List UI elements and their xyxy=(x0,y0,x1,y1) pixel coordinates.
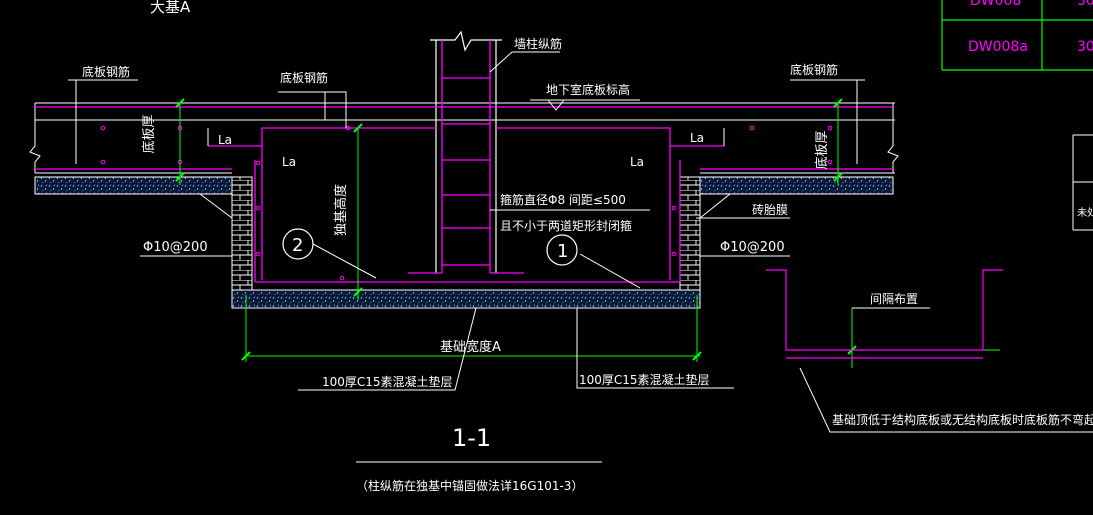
column xyxy=(430,30,502,273)
slab-rebar-mid-label: 底板钢筋 xyxy=(280,70,328,85)
basement-elevation-label: 地下室底板标高 xyxy=(546,82,630,97)
cushion-right-label: 100厚C15素混凝土垫层 xyxy=(579,372,710,387)
la-label-4: La xyxy=(630,155,644,169)
section-title: 1-1 xyxy=(452,424,491,452)
brick-mold-right xyxy=(679,176,701,291)
slab-thickness-left-label: 底板厚 xyxy=(141,114,157,153)
spacing-layout-label: 间隔布置 xyxy=(870,292,918,306)
la-label-3: La xyxy=(690,131,704,145)
column-rebars xyxy=(408,40,524,274)
rebar-dots xyxy=(100,125,833,281)
rebar-left-label: Φ10@200 xyxy=(143,240,208,255)
leader-lines xyxy=(68,51,1093,463)
slab-outline xyxy=(29,102,899,174)
foundation-cushion xyxy=(231,289,701,309)
table-row-1-code: DW008 xyxy=(970,0,1021,9)
right-stub-table: 未处 xyxy=(1072,134,1093,231)
table-row-2-value: 30 xyxy=(1077,39,1093,55)
stirrup-spec-line-1: 箍筋直径Φ8 间距≤500 xyxy=(500,192,626,207)
slab-thickness-right-label: 底板厚 xyxy=(814,130,830,169)
dimension-ticks xyxy=(175,98,857,361)
foundation-width-label: 基础宽度A xyxy=(440,339,501,355)
slab-rebars xyxy=(35,106,893,283)
slab-cushion-left xyxy=(34,176,233,195)
cushion-left-label: 100厚C15素混凝土垫层 xyxy=(322,374,453,389)
column-rebar-label: 墙柱纵筋 xyxy=(514,36,562,51)
rebar-right-label: Φ10@200 xyxy=(720,240,785,255)
bottom-right-note: 基础顶低于结构底板或无结构底板时底板筋不弯起 xyxy=(832,412,1093,427)
stirrup-spec-line-2: 且不小于两道矩形封闭箍 xyxy=(500,218,632,233)
top-left-label: 大基A xyxy=(150,0,191,16)
slab-rebar-right-label: 底板钢筋 xyxy=(790,62,838,77)
la-label-2: La xyxy=(282,155,296,169)
stirrups xyxy=(442,77,490,266)
section-subtitle: （柱纵筋在独基中锚固做法详16G101-3） xyxy=(356,478,583,493)
slab-cushion-right xyxy=(699,176,894,195)
spacing-layout-outline xyxy=(766,269,1003,359)
brick-mold-left xyxy=(231,176,253,291)
foundation-height-label: 独基高度 xyxy=(333,184,349,236)
la-label-1: La xyxy=(218,133,232,147)
right-stub-text: 未处 xyxy=(1077,207,1093,219)
callout-1-text: 1 xyxy=(557,241,568,262)
table-row-2-code: DW008a xyxy=(968,39,1028,55)
slab-rebar-left-label: 底板钢筋 xyxy=(82,64,130,79)
callout-2-circle xyxy=(282,228,314,260)
callout-2-text: 2 xyxy=(292,235,303,256)
brick-mold-label: 砖胎膜 xyxy=(752,202,788,217)
callout-1-circle xyxy=(546,234,578,266)
table-row-1-value: 30 xyxy=(1077,0,1093,9)
data-table: DW008 30 DW008a 30 xyxy=(941,0,1093,71)
